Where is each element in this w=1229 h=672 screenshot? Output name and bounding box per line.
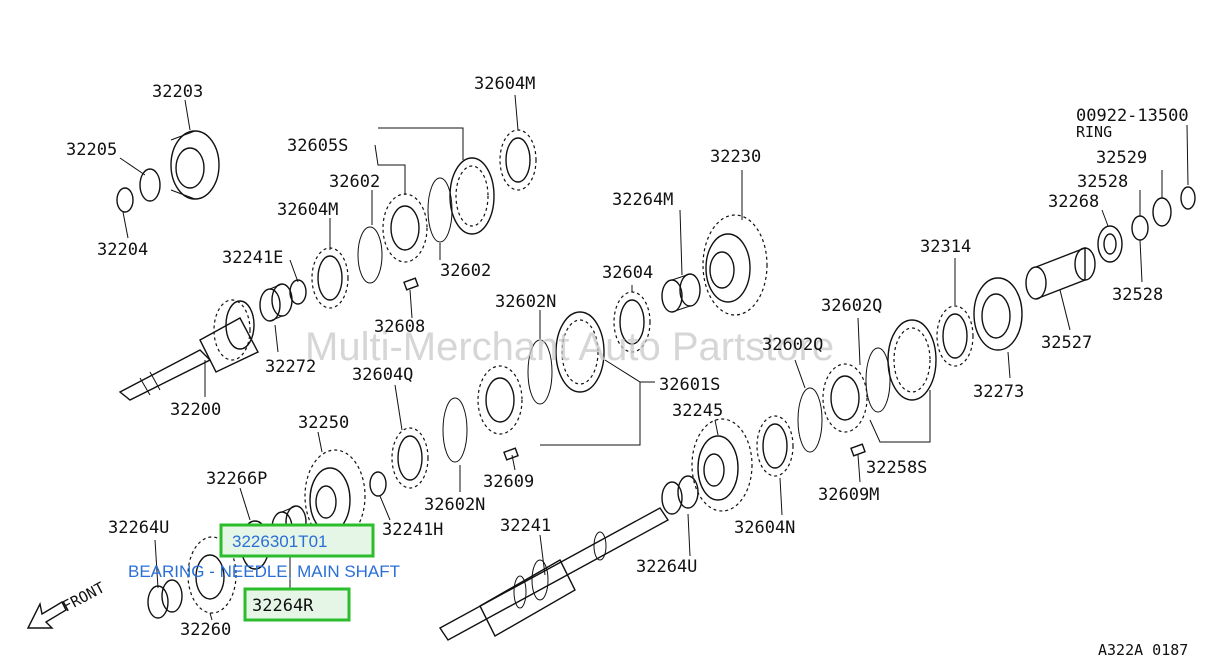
part-32529-washer[interactable] — [1152, 197, 1172, 227]
callout-32205[interactable]: 32205 — [66, 140, 117, 160]
part-32605s-coupling-sleeve[interactable] — [449, 157, 495, 235]
callout-00922-13500[interactable]: 00922-13500 — [1076, 106, 1189, 126]
callout-32604m[interactable]: 32604M — [277, 200, 338, 220]
callout-32258s[interactable]: 32258S — [866, 458, 927, 478]
part-32264m-needle-bearing[interactable] — [661, 273, 701, 313]
callout-32268[interactable]: 32268 — [1048, 192, 1099, 212]
part-32602-spring-a[interactable] — [357, 226, 383, 284]
part-32205-spacer[interactable] — [139, 168, 161, 202]
callout-32601s[interactable]: 32601S — [659, 375, 720, 395]
part-32314-baulk-ring[interactable] — [936, 305, 974, 367]
callout-32245[interactable]: 32245 — [672, 401, 723, 421]
callout-labels: 32203 32205 32204 32604M 32605S 32602 32… — [66, 74, 1189, 640]
part-32200-input-shaft[interactable] — [118, 299, 259, 401]
callout-32266p[interactable]: 32266P — [206, 469, 267, 489]
front-label: FRONT — [59, 578, 107, 615]
part-32602n-spring-b[interactable] — [442, 397, 468, 463]
callout-32527[interactable]: 32527 — [1041, 333, 1092, 353]
part-32602q-spring-b[interactable] — [865, 347, 891, 413]
ref-label-box[interactable] — [243, 587, 351, 622]
highlight-ref-label[interactable]: 32264R — [252, 596, 314, 616]
callout-32314[interactable]: 32314 — [920, 237, 971, 257]
part-32204-snap-ring[interactable] — [116, 187, 134, 213]
callout-32241[interactable]: 32241 — [500, 516, 551, 536]
watermark: Multi-Merchant Auto Partstore — [305, 325, 834, 369]
part-32609-insert[interactable] — [503, 447, 519, 461]
callout-32604[interactable]: 32604 — [602, 263, 653, 283]
callout-32203[interactable]: 32203 — [152, 82, 203, 102]
part-32260-gear[interactable] — [187, 536, 237, 614]
callout-32250[interactable]: 32250 — [298, 413, 349, 433]
part-00922-13500-ring[interactable] — [1180, 186, 1196, 210]
callout-32602q-a[interactable]: 32602Q — [821, 296, 882, 316]
highlighted-part[interactable]: 3226301T01 BEARING - NEEDLE, MAIN SHAFT … — [128, 523, 400, 622]
part-32601s-synchro-hub[interactable] — [477, 365, 523, 435]
callout-32609[interactable]: 32609 — [483, 472, 534, 492]
callout-32602n-a[interactable]: 32602N — [495, 292, 556, 312]
callout-32264u-left[interactable]: 32264U — [108, 518, 169, 538]
callout-32241h[interactable]: 32241H — [382, 520, 443, 540]
callout-32604n[interactable]: 32604N — [734, 518, 795, 538]
part-32608-insert[interactable] — [403, 277, 419, 291]
callout-32602-b[interactable]: 32602 — [440, 261, 491, 281]
callout-32605s[interactable]: 32605S — [287, 136, 348, 156]
callout-32204[interactable]: 32204 — [97, 240, 148, 260]
callout-32602-a[interactable]: 32602 — [329, 172, 380, 192]
callout-32264u-right[interactable]: 32264U — [636, 557, 697, 577]
part-32203-ball-bearing[interactable] — [170, 130, 220, 200]
part-32527-sleeve[interactable] — [1025, 246, 1096, 300]
callout-32609m[interactable]: 32609M — [818, 485, 879, 505]
part-32604m-baulk-ring[interactable] — [311, 247, 349, 309]
part-32604m-baulk-ring-upper[interactable] — [499, 129, 537, 191]
callout-32529[interactable]: 32529 — [1096, 148, 1147, 168]
part-32264u-needle-bearing-left[interactable] — [147, 579, 183, 619]
part-32258s-synchro-hub[interactable] — [822, 363, 868, 433]
leader-lines — [119, 94, 1189, 621]
callout-32273[interactable]: 32273 — [973, 382, 1024, 402]
highlight-description: BEARING - NEEDLE, MAIN SHAFT — [128, 562, 400, 581]
callout-32602q-b[interactable]: 32602Q — [762, 335, 823, 355]
part-32602-synchro-hub[interactable] — [382, 193, 428, 263]
part-32268-bearing[interactable] — [1097, 225, 1123, 263]
callout-32608[interactable]: 32608 — [374, 317, 425, 337]
highlight-part-number[interactable]: 3226301T01 — [232, 532, 327, 551]
callout-32264m[interactable]: 32264M — [612, 190, 673, 210]
part-32609m-insert[interactable] — [850, 443, 866, 457]
part-32258s-coupling-sleeve[interactable] — [887, 319, 937, 401]
callout-32260[interactable]: 32260 — [180, 620, 231, 640]
callout-32528-b[interactable]: 32528 — [1112, 285, 1163, 305]
part-number-box[interactable] — [219, 523, 375, 558]
callout-ring-name: RING — [1076, 123, 1112, 141]
part-32273-ball-bearing[interactable] — [973, 277, 1023, 351]
part-32528-washer-a[interactable] — [1131, 215, 1149, 241]
diagram-code: A322A 0187 — [1098, 641, 1188, 659]
part-32241e-snap-ring[interactable] — [289, 279, 307, 305]
front-indicator: FRONT — [26, 578, 108, 629]
callout-32200[interactable]: 32200 — [170, 400, 221, 420]
part-32245-gear[interactable] — [691, 418, 753, 512]
part-32272-needle-bearing[interactable] — [259, 283, 293, 322]
part-32241h-snap-ring[interactable] — [369, 471, 387, 497]
part-32241-main-shaft[interactable] — [438, 507, 670, 641]
callout-32604m-upper[interactable]: 32604M — [474, 74, 535, 94]
part-32604n-baulk-ring[interactable] — [756, 415, 794, 477]
part-32601s-coupling-sleeve[interactable] — [555, 311, 605, 393]
front-arrow-icon — [26, 601, 67, 629]
callout-32272[interactable]: 32272 — [265, 357, 316, 377]
part-32264u-needle-bearing-right[interactable] — [661, 475, 699, 515]
part-32230-gear[interactable] — [702, 214, 768, 316]
callout-32241e[interactable]: 32241E — [222, 248, 283, 268]
part-32604q-baulk-ring[interactable] — [391, 427, 429, 489]
callout-32230[interactable]: 32230 — [710, 147, 761, 167]
part-32602q-spring-a[interactable] — [797, 387, 823, 453]
callout-32528-a[interactable]: 32528 — [1077, 172, 1128, 192]
part-32602-spring-b[interactable] — [427, 177, 453, 243]
callout-32602n-b[interactable]: 32602N — [424, 495, 485, 515]
callout-32604q[interactable]: 32604Q — [352, 365, 413, 385]
